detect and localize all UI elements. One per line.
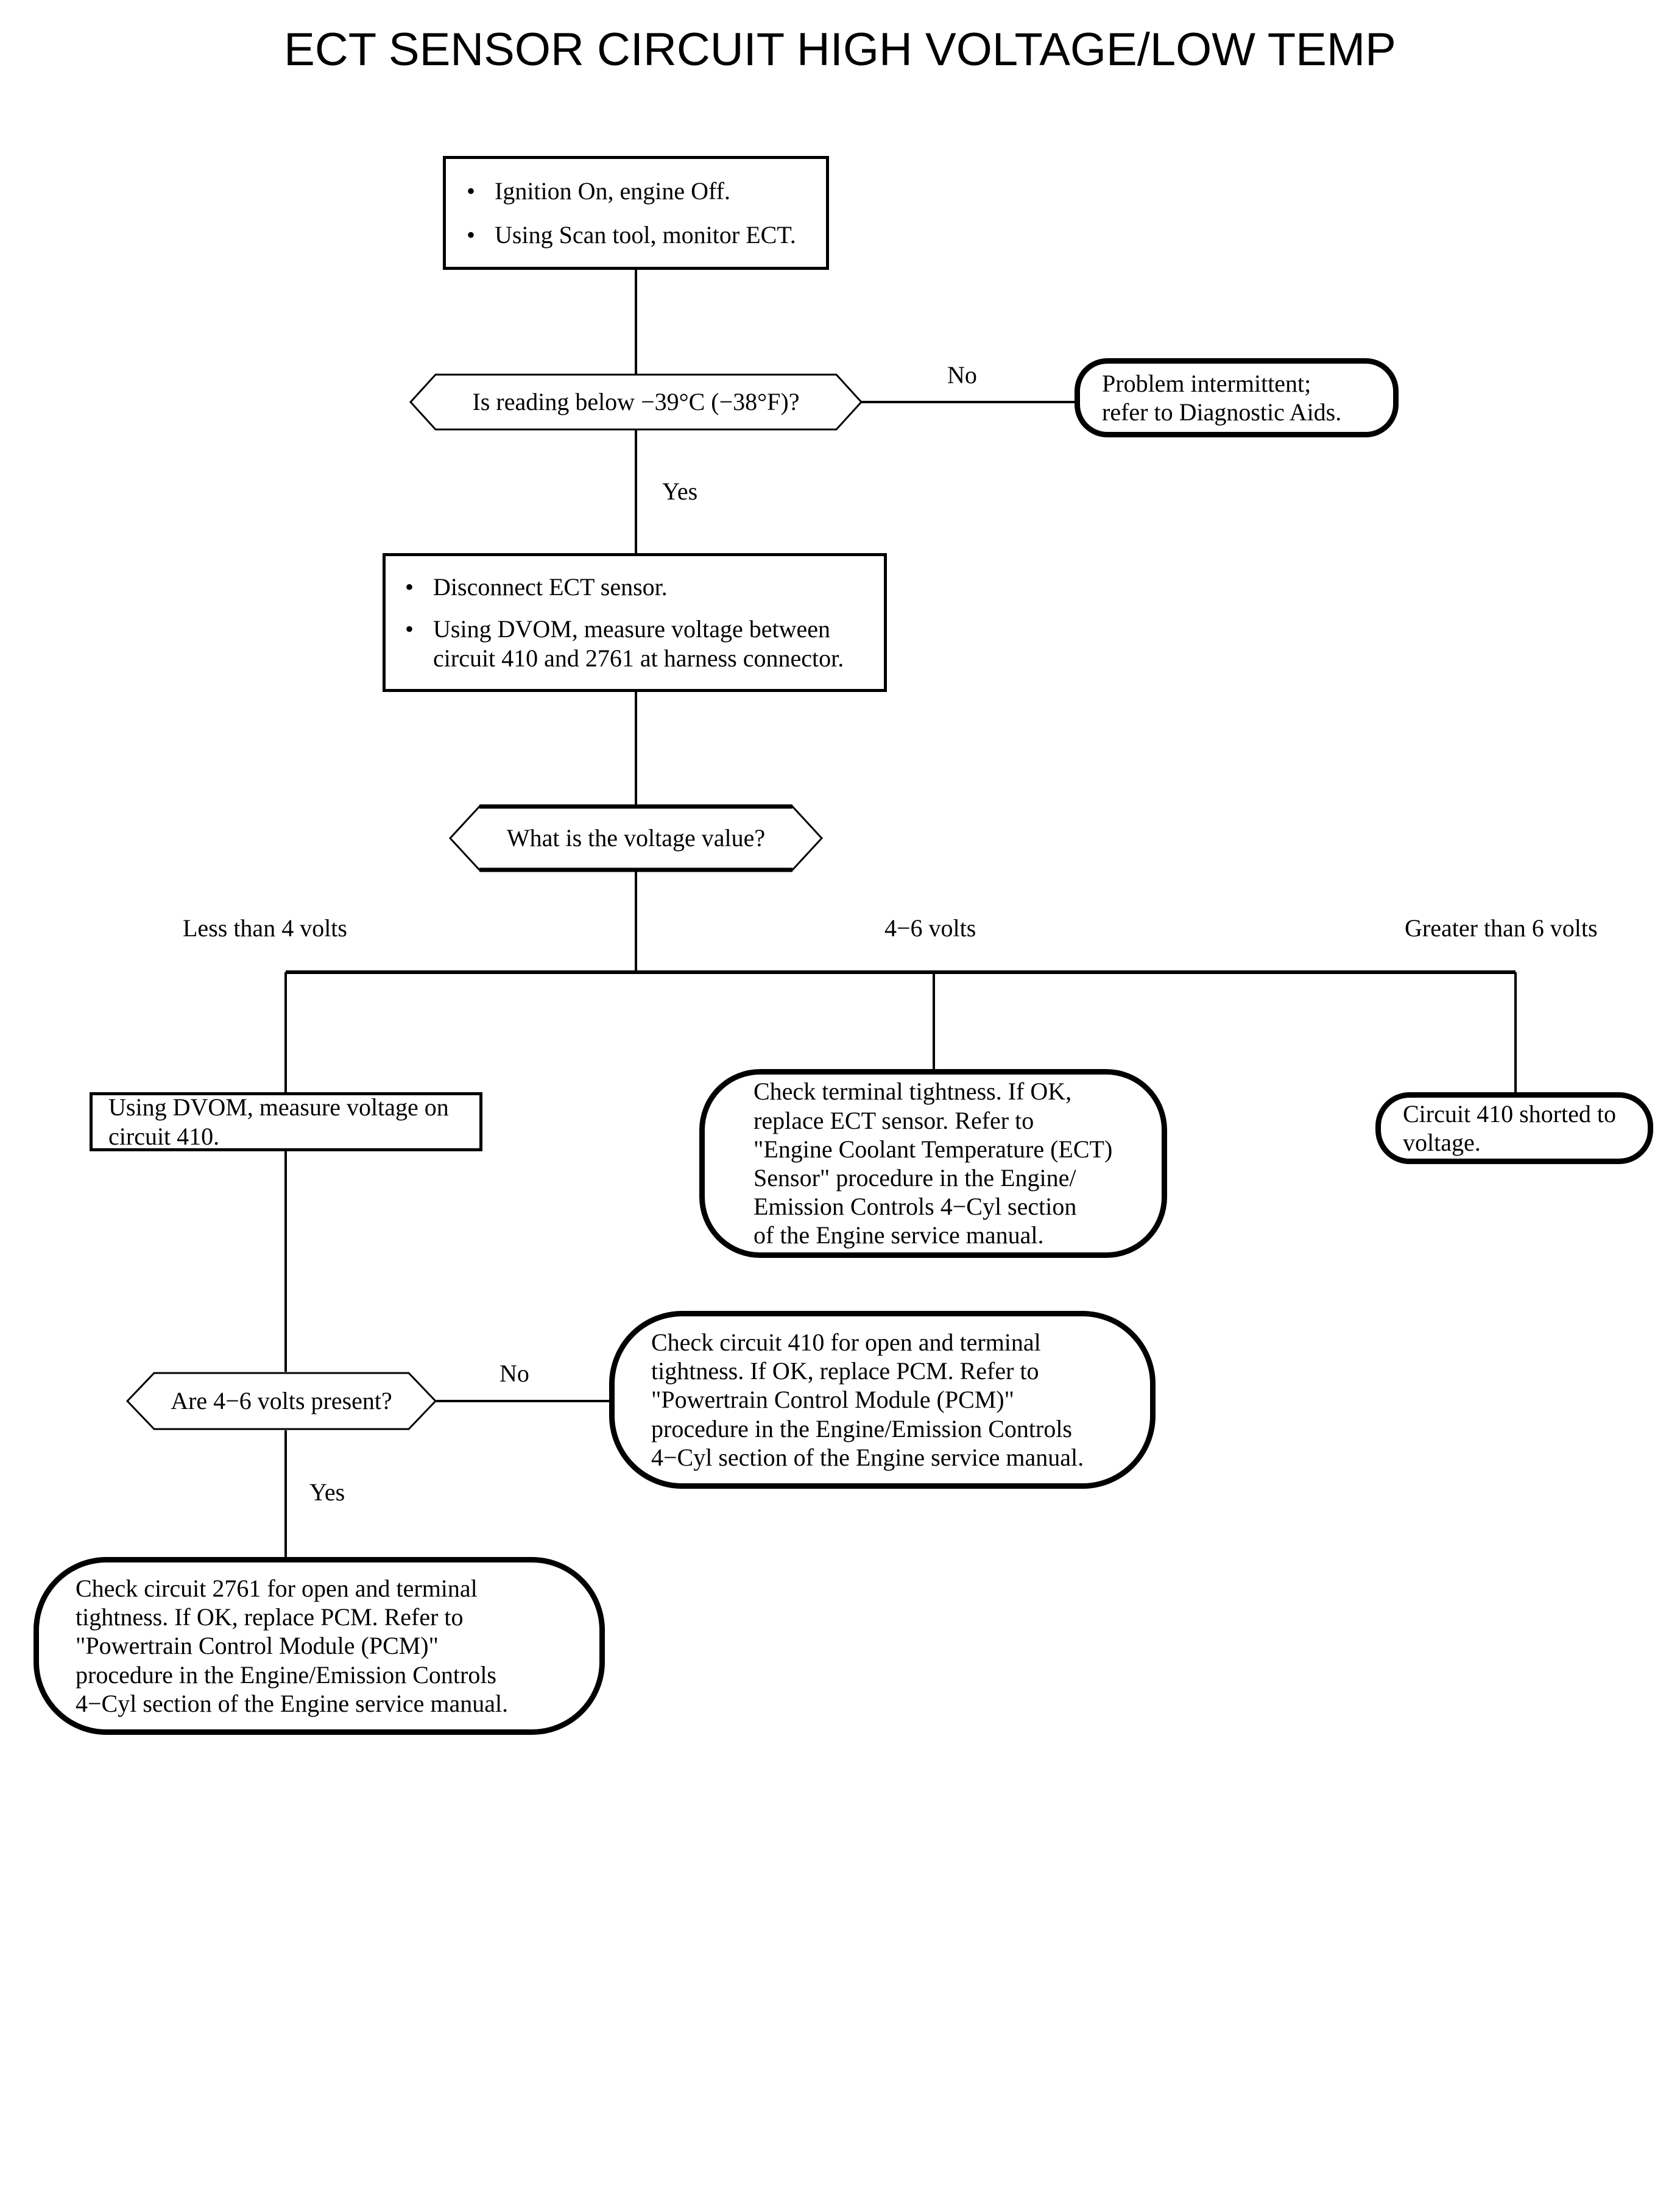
process-disconnect-ect: • Disconnect ECT sensor. • Using DVOM, m… bbox=[383, 553, 887, 692]
terminator-problem-intermittent: Problem intermittent; refer to Diagnosti… bbox=[1075, 358, 1399, 437]
bullet-dot-icon: • bbox=[467, 177, 476, 205]
process-text: Using DVOM, measure voltage on circuit 4… bbox=[108, 1093, 449, 1150]
terminator-circuit-410-shorted: Circuit 410 shorted to voltage. bbox=[1375, 1092, 1653, 1164]
process-dvom-circuit-410: Using DVOM, measure voltage on circuit 4… bbox=[90, 1092, 482, 1151]
decision-label: What is the voltage value? bbox=[506, 824, 766, 852]
bullet-item: • Ignition On, engine Off. bbox=[467, 177, 810, 205]
decision-voltage-value: What is the voltage value? bbox=[448, 804, 824, 872]
edge-label-volts-yes: Yes bbox=[309, 1478, 345, 1506]
edge-label-reading-no: No bbox=[947, 361, 977, 389]
terminator-text: Check circuit 410 for open and terminal … bbox=[651, 1329, 1084, 1471]
edge-label-greater-than-6-volts: Greater than 6 volts bbox=[1405, 914, 1598, 942]
page-title: ECT SENSOR CIRCUIT HIGH VOLTAGE/LOW TEMP bbox=[284, 24, 1396, 76]
decision-4-6-volts-present: Are 4−6 volts present? bbox=[125, 1372, 437, 1430]
terminator-text: Problem intermittent; refer to Diagnosti… bbox=[1102, 369, 1342, 426]
terminator-text: Check terminal tightness. If OK, replace… bbox=[754, 1078, 1113, 1249]
decision-label: Are 4−6 volts present? bbox=[171, 1387, 392, 1414]
decision-label: Is reading below −39°C (−38°F)? bbox=[472, 388, 800, 415]
bullet-text: Ignition On, engine Off. bbox=[495, 177, 730, 205]
bullet-dot-icon: • bbox=[405, 573, 414, 601]
terminator-replace-ect-sensor: Check terminal tightness. If OK, replace… bbox=[699, 1069, 1167, 1258]
hexagon-shape bbox=[409, 373, 863, 431]
edge-label-volts-no: No bbox=[499, 1360, 529, 1387]
bullet-item: • Disconnect ECT sensor. bbox=[405, 573, 872, 601]
terminator-text: Check circuit 2761 for open and terminal… bbox=[76, 1575, 509, 1717]
bullet-dot-icon: • bbox=[467, 221, 476, 249]
edge-label-less-than-4-volts: Less than 4 volts bbox=[183, 914, 347, 942]
bullet-text: Using Scan tool, monitor ECT. bbox=[495, 221, 796, 249]
terminator-check-circuit-410-pcm: Check circuit 410 for open and terminal … bbox=[609, 1311, 1156, 1489]
edge-label-4-6-volts: 4−6 volts bbox=[884, 914, 976, 942]
bullet-item: • Using Scan tool, monitor ECT. bbox=[467, 221, 810, 249]
edge-label-reading-yes: Yes bbox=[662, 478, 698, 505]
bullet-item: • Using DVOM, measure voltage between ci… bbox=[405, 615, 872, 672]
start-process-box: • Ignition On, engine Off. • Using Scan … bbox=[443, 156, 829, 270]
hexagon-shape bbox=[125, 1372, 437, 1430]
bullet-dot-icon: • bbox=[405, 615, 414, 643]
bullet-text: Using DVOM, measure voltage between circ… bbox=[433, 615, 844, 672]
bullet-text: Disconnect ECT sensor. bbox=[433, 573, 668, 601]
hexagon-shape bbox=[448, 804, 824, 872]
terminator-text: Circuit 410 shorted to voltage. bbox=[1403, 1100, 1616, 1156]
decision-reading-below: Is reading below −39°C (−38°F)? bbox=[409, 373, 863, 431]
terminator-check-circuit-2761-pcm: Check circuit 2761 for open and terminal… bbox=[34, 1557, 605, 1735]
